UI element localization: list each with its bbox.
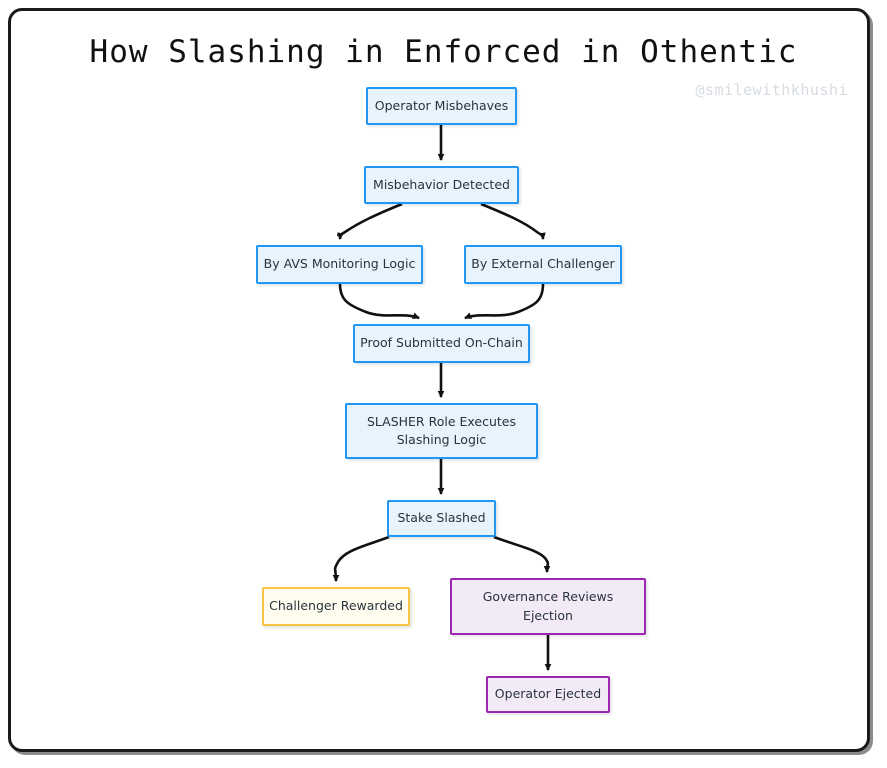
watermark: @smilewithkhushi bbox=[695, 81, 848, 99]
node-label: SLASHER Role Executes Slashing Logic bbox=[366, 413, 517, 447]
node-by-external-challenger[interactable]: By External Challenger bbox=[464, 245, 622, 284]
node-label: By AVS Monitoring Logic bbox=[263, 256, 416, 272]
node-stake-slashed[interactable]: Stake Slashed bbox=[387, 500, 496, 537]
node-proof-submitted-on-chain[interactable]: Proof Submitted On-Chain bbox=[353, 324, 530, 363]
node-governance-reviews-ejection[interactable]: Governance Reviews Ejection bbox=[450, 578, 646, 635]
node-label: Operator Misbehaves bbox=[374, 97, 509, 113]
node-operator-misbehaves[interactable]: Operator Misbehaves bbox=[366, 87, 517, 125]
node-label: Stake Slashed bbox=[397, 510, 486, 526]
node-label: By External Challenger bbox=[471, 256, 615, 272]
node-label: Governance Reviews Ejection bbox=[482, 589, 614, 623]
node-by-avs-monitoring-logic[interactable]: By AVS Monitoring Logic bbox=[256, 245, 423, 284]
node-operator-ejected[interactable]: Operator Ejected bbox=[486, 676, 610, 713]
node-label: Misbehavior Detected bbox=[373, 176, 510, 192]
page-title: How Slashing in Enforced in Othentic bbox=[89, 34, 798, 70]
node-challenger-rewarded[interactable]: Challenger Rewarded bbox=[262, 587, 410, 626]
node-label: Proof Submitted On-Chain bbox=[360, 335, 523, 351]
node-slasher-role-executes[interactable]: SLASHER Role Executes Slashing Logic bbox=[345, 403, 538, 459]
node-label: Operator Ejected bbox=[494, 686, 602, 702]
node-label: Challenger Rewarded bbox=[269, 598, 403, 614]
page-frame bbox=[8, 8, 870, 752]
node-misbehavior-detected[interactable]: Misbehavior Detected bbox=[364, 166, 519, 204]
